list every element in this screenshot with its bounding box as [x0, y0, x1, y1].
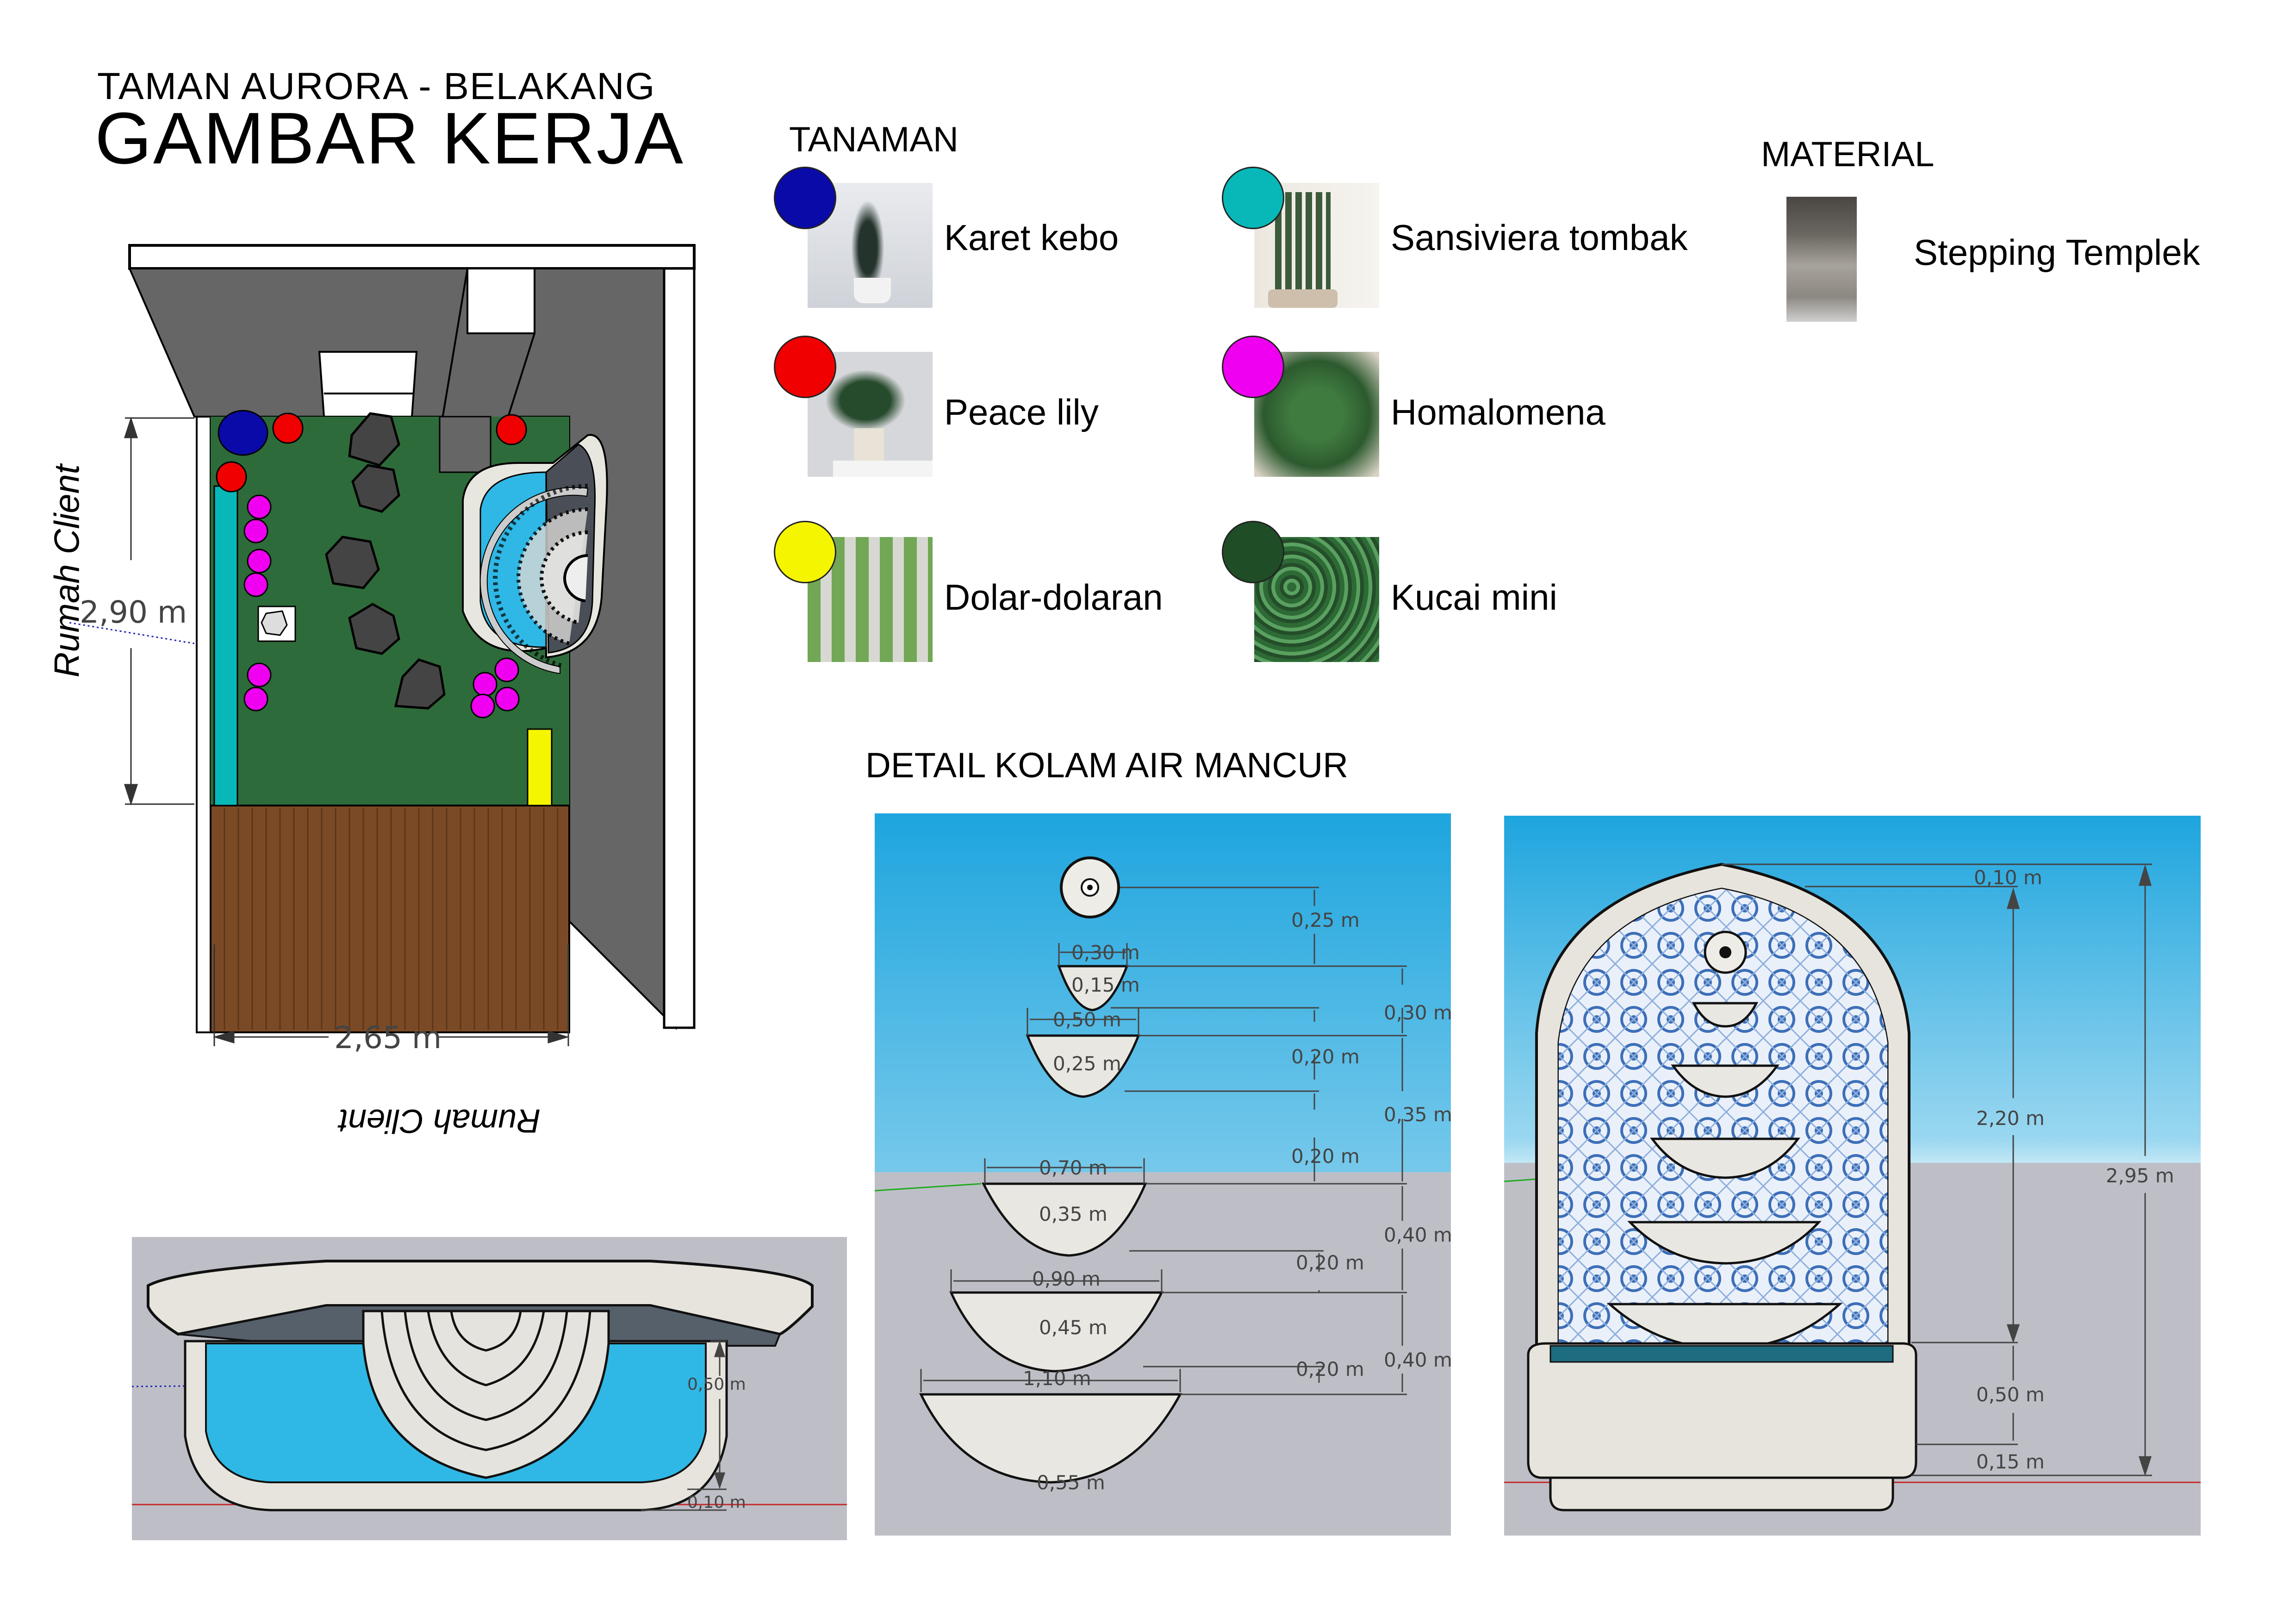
plants-heading: TANAMAN [789, 120, 958, 159]
dim-bowl4-width: 0,90 m [1032, 1268, 1101, 1290]
bowl-tier-4 [949, 1291, 1164, 1373]
dim-plinth: 0,15 m [1976, 1450, 2045, 1473]
dim-bowl3-width: 0,70 m [1039, 1156, 1108, 1179]
dim-bowl1-height: 0,15 m [1071, 974, 1140, 996]
bowl-tier-1 [1057, 965, 1129, 1012]
dim-bowl5-height: 0,55 m [1037, 1471, 1105, 1494]
plant-homalomena [247, 662, 272, 687]
plant-sansiviera-bed [213, 485, 238, 806]
bowl-tier-2 [1671, 1064, 1780, 1098]
bowl-tier-1 [1692, 1002, 1759, 1028]
plant-homalomena [247, 494, 272, 519]
bowl-tier-4 [1627, 1221, 1822, 1265]
stepping-stone [348, 412, 400, 467]
dim-gap4: 0,20 m [1296, 1358, 1364, 1380]
dim-total-height: 2,95 m [2106, 1164, 2174, 1187]
dim-bowl3-height: 0,35 m [1039, 1203, 1108, 1225]
fountain-tiers-side [362, 1310, 610, 1479]
plant-karet-kebo [218, 410, 268, 456]
color-swatch-blue [774, 167, 836, 229]
plant-name: Homalomena [1391, 392, 1605, 432]
plant-name: Peace lily [944, 392, 1099, 432]
bowl-tier-3 [981, 1182, 1147, 1257]
dim-gap1: 0,20 m [1291, 1045, 1360, 1068]
plant-homalomena [494, 657, 519, 682]
plant-homalomena [473, 672, 498, 697]
plant-homalomena [470, 693, 495, 718]
dim-basin-height: 0,50 m [1976, 1383, 2045, 1406]
plant-dolar-bed [527, 728, 553, 806]
plinth [1549, 1476, 1894, 1512]
plant-homalomena [243, 518, 268, 543]
plant-peace-lily [272, 412, 304, 444]
detail-heading: DETAIL KOLAM AIR MANCUR [865, 746, 1349, 785]
dim-wall-height: 2,20 m [1976, 1107, 2045, 1130]
dim-span3: 0,40 m [1384, 1224, 1452, 1246]
tiers-drawing: 0,25 m 0,30 m 0,15 m 0,20 m 0,30 m 0,50 … [874, 856, 1452, 1494]
dim-bowl2-width: 0,50 m [1053, 1008, 1121, 1031]
dim-gap2: 0,20 m [1291, 1145, 1360, 1168]
wall-top [128, 244, 696, 270]
plan-width-dimension: 2,65 m [334, 1020, 442, 1056]
plant-peace-lily [496, 414, 527, 445]
plant-name: Kucai mini [1391, 577, 1557, 618]
color-swatch-dark-green [1222, 521, 1284, 583]
elevation-drawing: 0,10 m 2,20 m 2,95 m 0,50 m 0,15 m [1504, 862, 2201, 1512]
dim-span4: 0,40 m [1384, 1349, 1452, 1371]
plant-homalomena [243, 687, 268, 712]
color-swatch-teal [1222, 167, 1284, 229]
plant-photo [1254, 183, 1379, 308]
plant-homalomena [247, 549, 272, 574]
dim-gap3: 0,20 m [1296, 1251, 1364, 1274]
window-opening [318, 351, 418, 418]
wall-right [663, 267, 696, 1029]
basin [1527, 1342, 1917, 1479]
plan-bottom-label: Rumah Client [338, 1102, 541, 1139]
dim-bowl4-height: 0,45 m [1039, 1316, 1108, 1339]
material-photo [1786, 197, 1857, 322]
plan-side-label: Rumah Client [47, 464, 87, 678]
project-subtitle: TAMAN AURORA - BELAKANG [97, 65, 656, 107]
material-name: Stepping Templek [1914, 232, 2200, 273]
page-title: GAMBAR KERJA [95, 98, 684, 179]
pool-side-drawing: 0,50 m 0,10 m [131, 1260, 847, 1512]
stepping-stone [325, 536, 380, 589]
material-heading: MATERIAL [1761, 135, 1935, 174]
dim-span1: 0,30 m [1384, 1001, 1452, 1024]
bowl-tier-5 [919, 1393, 1182, 1484]
wall-left [196, 416, 212, 1033]
dim-pool-basin: 0,50 m [687, 1375, 746, 1394]
stepping-stone [348, 603, 400, 655]
color-swatch-red [774, 336, 836, 398]
plan-depth-dimension: 2,90 m [80, 594, 187, 630]
plant-homalomena [243, 572, 268, 597]
dim-span2: 0,35 m [1384, 1103, 1452, 1126]
stepping-stone [394, 658, 446, 710]
dim-pool-base: 0,10 m [687, 1493, 746, 1512]
plant-name: Karet kebo [944, 217, 1119, 258]
dim-top-cap: 0,10 m [1974, 866, 2042, 889]
plant-name: Sansiviera tombak [1391, 217, 1688, 258]
stepping-stone [351, 464, 400, 513]
dim-spout-gap: 0,25 m [1291, 909, 1360, 931]
site-plan: 2,90 m 2,65 m [69, 244, 696, 1056]
wood-deck [210, 805, 570, 1033]
color-swatch-yellow [774, 521, 836, 583]
dim-bowl2-height: 0,25 m [1053, 1052, 1121, 1075]
dim-bowl1-width: 0,30 m [1071, 941, 1140, 964]
bowl-tier-2 [1026, 1034, 1140, 1098]
plant-peace-lily [216, 461, 247, 493]
plant-homalomena [495, 687, 520, 712]
dim-bowl5-width: 1,10 m [1023, 1367, 1091, 1390]
plant-name: Dolar-dolaran [944, 577, 1163, 618]
fountain-pond-plan [462, 434, 608, 675]
bowl-tier-3 [1650, 1137, 1800, 1179]
color-swatch-magenta [1222, 336, 1284, 398]
